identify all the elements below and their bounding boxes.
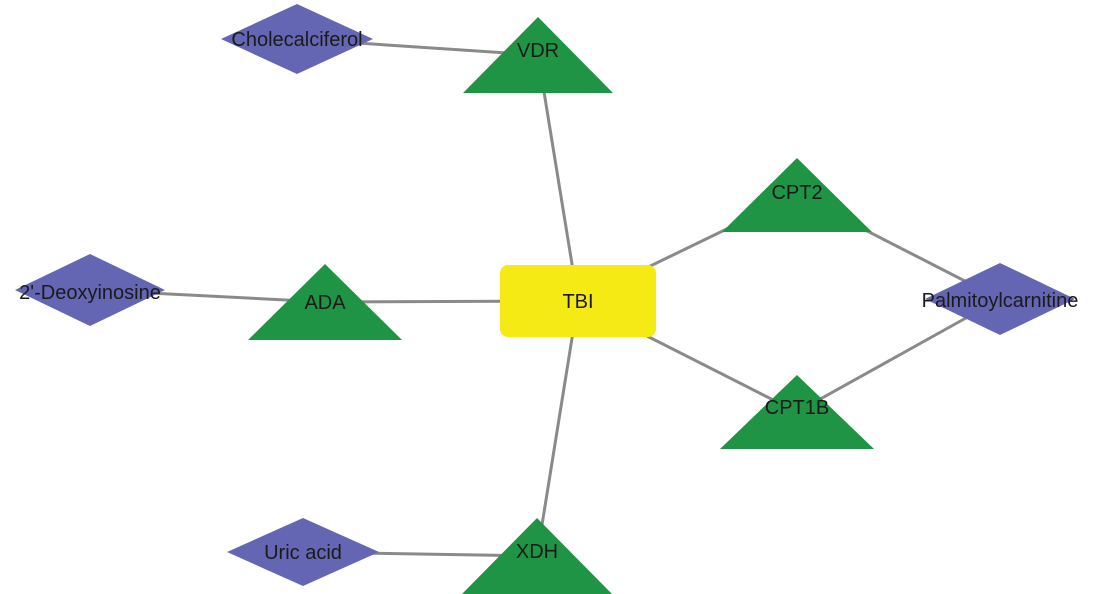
metabolite-diamond: [15, 254, 165, 326]
node-cholecalciferol: Cholecalciferol: [221, 4, 373, 74]
node-label: Cholecalciferol: [231, 29, 362, 51]
node-label: ADA: [304, 292, 346, 314]
node-label: TBI: [562, 291, 593, 313]
gene-triangle: [720, 375, 874, 449]
node-xdh: XDH: [462, 518, 612, 594]
node-uric-acid: Uric acid: [227, 518, 379, 586]
node-label: CPT1B: [765, 397, 829, 419]
node-cpt2: CPT2: [722, 158, 872, 232]
node-label: Uric acid: [264, 542, 342, 564]
gene-triangle: [248, 264, 402, 340]
metabolite-diamond: [227, 518, 379, 586]
node-deoxyinosine: 2'-Deoxyinosine: [15, 254, 165, 326]
node-label: VDR: [517, 40, 559, 62]
edge-tbi-vdr: [536, 54, 580, 302]
gene-triangle: [462, 518, 612, 594]
node-vdr: VDR: [463, 17, 613, 93]
hub-rect: [500, 265, 656, 337]
node-ada: ADA: [248, 264, 402, 340]
node-label: Palmitoylcarnitine: [922, 290, 1079, 312]
metabolite-diamond: [221, 4, 373, 74]
node-label: CPT2: [771, 182, 822, 204]
gene-triangle: [722, 158, 872, 232]
node-tbi: TBI: [500, 265, 656, 337]
node-cpt1b: CPT1B: [720, 375, 874, 449]
metabolite-diamond: [925, 263, 1075, 335]
gene-triangle: [463, 17, 613, 93]
node-label: 2'-Deoxyinosine: [19, 282, 161, 304]
edge-tbi-xdh: [535, 300, 580, 557]
node-palmitoylcarnitine: Palmitoylcarnitine: [922, 263, 1079, 335]
node-label: XDH: [516, 541, 558, 563]
